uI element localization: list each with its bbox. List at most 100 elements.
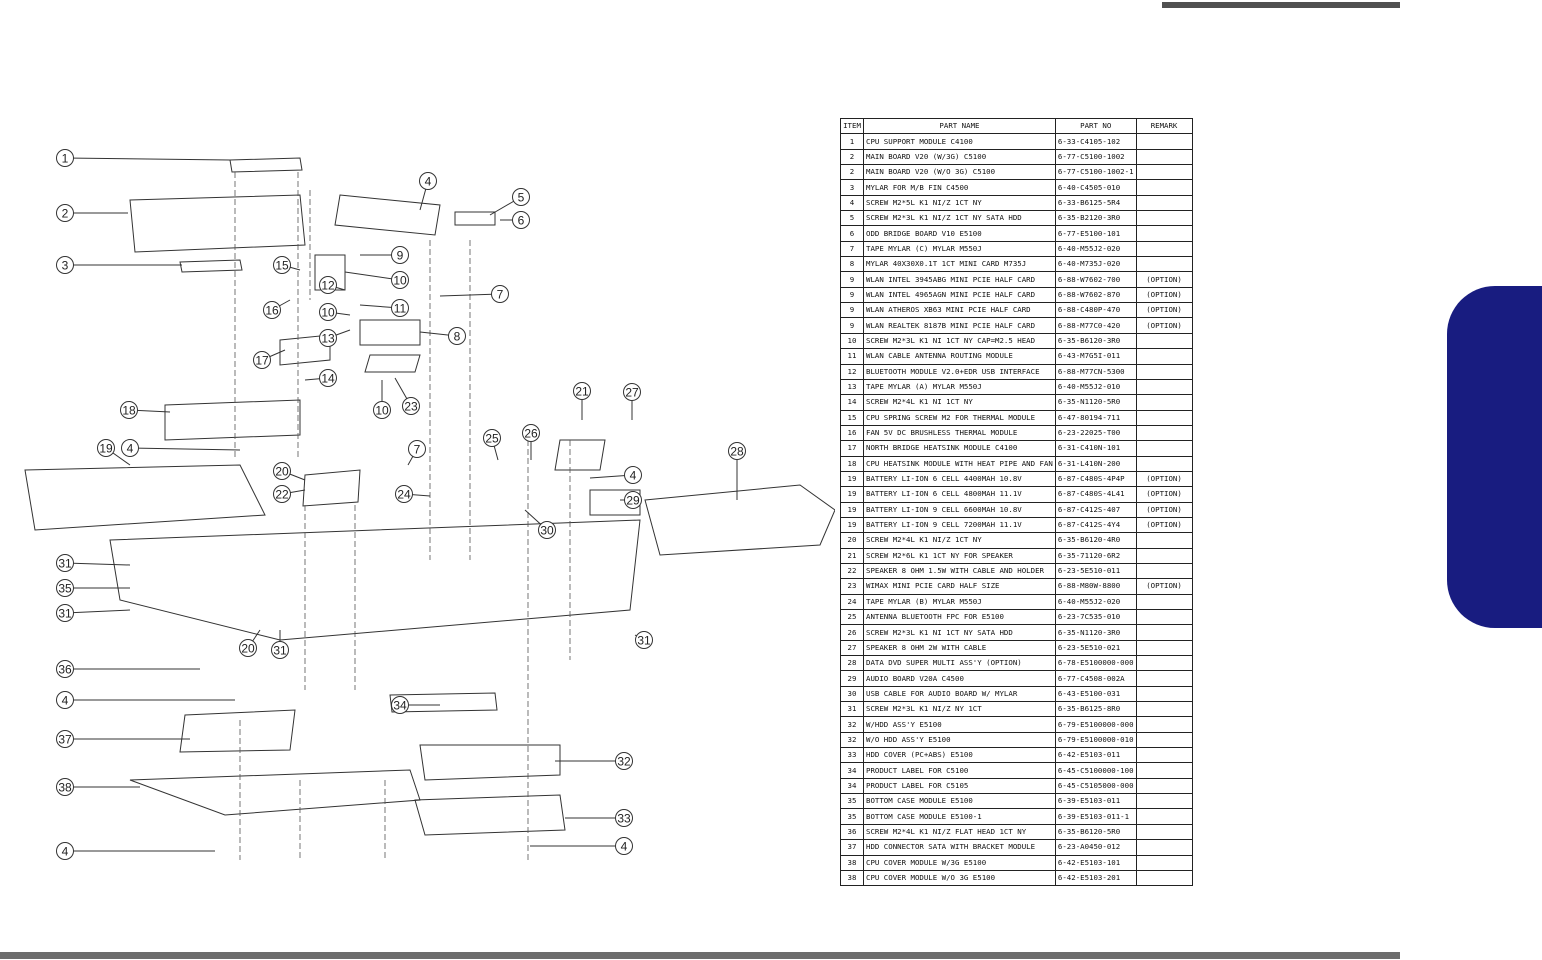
cell-remark [1135, 854, 1193, 871]
callout-12: 12 [319, 276, 346, 294]
callout-27: 27 [623, 383, 641, 420]
callout-31: 31 [634, 631, 653, 649]
part-hdd [419, 744, 561, 781]
callout-circle [121, 439, 139, 457]
callout-circle [120, 401, 138, 419]
cell-item: 30 [840, 685, 864, 703]
callout-number: 4 [425, 175, 432, 189]
callout-number: 7 [497, 288, 504, 302]
chapter-side-tab[interactable] [1447, 286, 1542, 628]
callout-circle [615, 809, 633, 827]
callout-number: 13 [321, 332, 335, 346]
cell-part-name: ODD BRIDGE BOARD V10 E5100 [863, 225, 1056, 242]
callout-circle [56, 778, 74, 796]
cell-remark [1135, 731, 1193, 749]
callout-4: 4 [589, 466, 642, 484]
callout-11: 11 [359, 299, 409, 317]
callout-28: 28 [728, 442, 746, 500]
cell-part-name: SCREW M2*3L K1 NI 1CT NY CAP=M2.5 HEAD [863, 332, 1056, 350]
cell-part-no: 6-88-W7602-870 [1054, 286, 1137, 304]
table-header-row: ITEM PART NAME PART NO REMARK [840, 117, 1193, 135]
callout-number: 19 [99, 442, 113, 456]
callout-36: 36 [56, 660, 200, 678]
callout-20: 20 [273, 462, 306, 481]
callout-number: 11 [394, 302, 407, 316]
cell-part-name: SPEAKER 8 OHM 2W WITH CABLE [863, 639, 1056, 657]
cell-part-no: 6-40-M55J2-020 [1054, 240, 1137, 258]
cell-item: 27 [840, 639, 864, 657]
cell-remark [1135, 194, 1193, 212]
callout-circle [623, 383, 641, 401]
callout-number: 4 [621, 840, 628, 854]
cell-part-name: HDD COVER (PC+ABS) E5100 [863, 747, 1056, 764]
cell-part-no: 6-39-E5103-011-1 [1054, 808, 1137, 825]
cell-item: 31 [840, 701, 864, 718]
cell-item: 2 [840, 164, 864, 181]
callout-circle [56, 842, 74, 860]
cell-part-no: 6-23-5E510-021 [1054, 639, 1137, 657]
cell-remark [1135, 624, 1193, 641]
callout-6: 6 [500, 211, 530, 229]
callout-16: 16 [263, 299, 291, 319]
cell-item: 24 [840, 593, 864, 611]
callout-number: 36 [58, 663, 72, 677]
cell-remark: (OPTION) [1135, 286, 1193, 304]
part-wimax [364, 354, 421, 373]
cell-item: 12 [840, 363, 864, 380]
callout-number: 23 [404, 400, 418, 414]
cell-part-no: 6-40-M55J2-010 [1054, 378, 1137, 396]
callout-24: 24 [395, 485, 431, 503]
callout-circle [391, 271, 409, 289]
cell-item: 19 [840, 501, 864, 518]
cell-part-name: BOTTOM CASE MODULE E5100 [863, 793, 1056, 810]
cell-part-name: CPU COVER MODULE W/O 3G E5100 [863, 869, 1056, 887]
col-part-no: PART NO [1054, 117, 1137, 135]
cell-remark [1135, 532, 1193, 549]
cell-part-no: 6-87-C412S-4Y4 [1054, 516, 1137, 534]
callout-circle [56, 204, 74, 222]
callout-circle [319, 303, 337, 321]
cell-part-no: 6-23-7C535-010 [1054, 608, 1137, 626]
callout-leader-line [129, 447, 241, 451]
cell-remark [1135, 762, 1193, 779]
callout-number: 24 [397, 488, 411, 502]
cell-part-name: WLAN CABLE ANTENNA ROUTING MODULE [863, 348, 1056, 365]
cell-part-no: 6-79-E5100000-000 [1054, 716, 1137, 733]
callout-number: 31 [58, 557, 72, 571]
callout-circle [402, 397, 420, 415]
part-speaker [302, 469, 361, 507]
cell-part-name: TAPE MYLAR (B) MYLAR M550J [863, 593, 1056, 611]
callout-31: 31 [271, 630, 289, 659]
callout-circle [615, 837, 633, 855]
footer-rule [0, 952, 1400, 959]
callout-circle [56, 691, 74, 709]
callout-circle [512, 188, 530, 206]
callout-number: 25 [485, 432, 499, 446]
part-hdd-connector [179, 709, 296, 753]
cell-part-name: CPU HEATSINK MODULE WITH HEAT PIPE AND F… [863, 455, 1056, 472]
cell-item: 9 [840, 271, 864, 288]
cell-remark [1135, 701, 1193, 718]
callout-circle [728, 442, 746, 460]
cell-remark: (OPTION) [1135, 470, 1193, 488]
callout-number: 27 [625, 386, 639, 400]
cell-item: 9 [840, 286, 864, 304]
cell-remark [1135, 716, 1193, 733]
cell-part-name: BATTERY LI-ION 9 CELL 6600MAH 10.8V [863, 501, 1056, 518]
cell-part-no: 6-45-C5105000-000 [1054, 777, 1137, 795]
callout-31: 31 [56, 604, 131, 622]
cell-remark [1135, 869, 1193, 887]
cell-part-no: 6-88-M80W-8800 [1054, 578, 1137, 595]
